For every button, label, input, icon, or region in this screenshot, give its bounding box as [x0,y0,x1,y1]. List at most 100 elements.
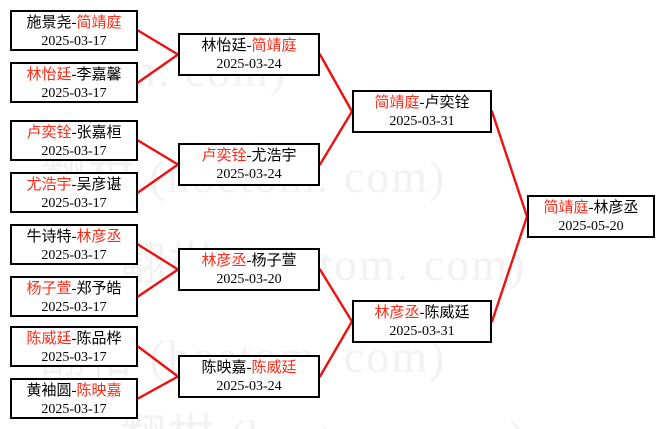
match-date: 2025-03-17 [41,86,107,101]
match-players: 施景尧-简靖庭 [12,14,136,33]
player-right: 杨子萱 [251,253,297,269]
player-right: 林彦丞 [76,229,122,245]
match-date: 2025-03-17 [41,402,107,417]
match-players: 简靖庭-卢奕铨 [354,94,490,113]
connector-line [136,345,180,378]
player-separator: - [246,360,252,376]
connector-line [136,243,180,271]
match-box[interactable]: 简靖庭-卢奕铨 2025-03-31 [352,90,492,133]
connector-line [136,375,180,400]
player-right: 简靖庭 [76,15,122,31]
match-date: 2025-03-17 [41,350,107,365]
player-left: 陈映嘉 [201,360,247,376]
player-right: 林彦丞 [593,200,639,216]
match-players: 林彦丞-杨子萱 [180,252,318,271]
connector-line [490,215,529,323]
connector-line [136,139,180,166]
player-separator: - [71,229,77,245]
player-left: 黄袖圆 [26,383,72,399]
player-separator: - [246,253,252,269]
player-right: 陈映嘉 [76,383,122,399]
player-separator: - [71,281,77,297]
player-separator: - [588,200,594,216]
player-left: 卢奕铨 [26,125,72,141]
match-players: 林怡廷-李嘉馨 [12,66,136,85]
player-left: 林怡廷 [26,67,72,83]
player-left: 尤浩宇 [26,177,72,193]
player-left: 简靖庭 [543,200,589,216]
match-box[interactable]: 杨子萱-郑予皓 2025-03-17 [10,276,138,317]
player-left: 陈威廷 [26,331,72,347]
match-players: 尤浩宇-吴彦谌 [12,176,136,195]
match-players: 陈映嘉-陈威廷 [180,359,318,378]
player-left: 林怡廷 [201,38,247,54]
match-players: 杨子萱-郑予皓 [12,280,136,299]
match-players: 林怡廷-简靖庭 [180,37,318,56]
match-date: 2025-05-20 [558,219,624,234]
match-players: 牛诗特-林彦丞 [12,228,136,247]
match-players: 林彦丞-陈威廷 [354,304,490,323]
connector-line [490,110,529,218]
match-date: 2025-03-17 [41,34,107,49]
match-box[interactable]: 林怡廷-简靖庭 2025-03-24 [178,33,320,76]
connector-line [136,29,180,56]
match-date: 2025-03-17 [41,300,107,315]
match-date: 2025-03-17 [41,196,107,211]
match-date: 2025-03-24 [216,57,282,72]
match-players: 简靖庭-林彦丞 [529,199,653,218]
match-players: 陈威廷-陈品桦 [12,330,136,349]
match-players: 卢奕铨-张嘉桓 [12,124,136,143]
player-right: 简靖庭 [251,38,297,54]
match-date: 2025-03-17 [41,248,107,263]
player-separator: - [71,331,77,347]
player-separator: - [71,383,77,399]
match-box[interactable]: 尤浩宇-吴彦谌 2025-03-17 [10,172,138,213]
connector-line [318,110,354,166]
player-right: 陈威廷 [251,360,297,376]
match-box[interactable]: 卢奕铨-张嘉桓 2025-03-17 [10,120,138,161]
match-date: 2025-03-24 [216,379,282,394]
match-date: 2025-03-24 [216,167,282,182]
player-left: 林彦丞 [201,253,247,269]
player-right: 陈品桦 [76,331,122,347]
match-box[interactable]: 林彦丞-杨子萱 2025-03-20 [178,248,320,291]
player-left: 林彦丞 [374,305,420,321]
player-right: 郑予皓 [76,281,122,297]
match-box[interactable]: 陈威廷-陈品桦 2025-03-17 [10,326,138,367]
connector-line [318,268,354,323]
player-left: 牛诗特 [26,229,72,245]
player-right: 吴彦谌 [76,177,122,193]
player-separator: - [419,95,425,111]
player-right: 李嘉馨 [76,67,122,83]
match-box[interactable]: 简靖庭-林彦丞 2025-05-20 [527,195,655,238]
player-left: 施景尧 [26,15,72,31]
player-separator: - [419,305,425,321]
player-left: 杨子萱 [26,281,72,297]
match-players: 黄袖圆-陈映嘉 [12,382,136,401]
player-separator: - [71,67,77,83]
match-box[interactable]: 施景尧-简靖庭 2025-03-17 [10,10,138,51]
player-separator: - [246,148,252,164]
match-box[interactable]: 牛诗特-林彦丞 2025-03-17 [10,224,138,265]
player-right: 尤浩宇 [251,148,297,164]
connector-line [318,320,354,378]
match-date: 2025-03-31 [389,114,455,129]
player-right: 张嘉桓 [76,125,122,141]
match-box[interactable]: 林怡廷-李嘉馨 2025-03-17 [10,62,138,103]
connector-line [136,268,180,298]
player-separator: - [71,177,77,193]
match-box[interactable]: 陈映嘉-陈威廷 2025-03-24 [178,355,320,398]
player-separator: - [71,125,77,141]
match-date: 2025-03-31 [389,324,455,339]
match-box[interactable]: 卢奕铨-尤浩宇 2025-03-24 [178,143,320,186]
player-right: 卢奕铨 [424,95,470,111]
match-players: 卢奕铨-尤浩宇 [180,147,318,166]
match-box[interactable]: 林彦丞-陈威廷 2025-03-31 [352,300,492,343]
match-box[interactable]: 黄袖圆-陈映嘉 2025-03-17 [10,378,138,419]
connector-line [318,53,354,113]
connector-line [136,163,180,194]
player-right: 陈威廷 [424,305,470,321]
connector-line [136,53,180,84]
player-left: 简靖庭 [374,95,420,111]
